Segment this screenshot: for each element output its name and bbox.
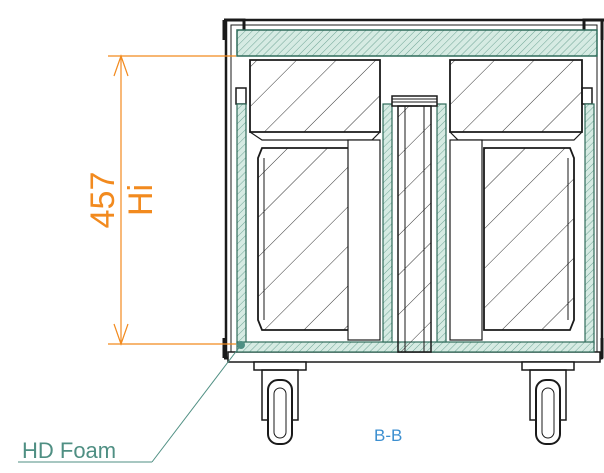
section-label: B-B bbox=[374, 426, 402, 445]
left-lower-item bbox=[257, 139, 381, 341]
dimension-label: Hi bbox=[122, 184, 160, 216]
right-top-block bbox=[449, 59, 583, 141]
center-divider bbox=[391, 95, 438, 353]
dimension-value: 457 bbox=[84, 172, 122, 229]
case-shell bbox=[222, 18, 604, 363]
left-top-block bbox=[249, 59, 381, 141]
hd-foam-label: HD Foam bbox=[22, 438, 116, 463]
right-caster bbox=[521, 361, 575, 445]
hd-foam-callout: HD Foam bbox=[18, 341, 245, 463]
left-caster bbox=[253, 361, 307, 445]
height-dimension: 457 Hi bbox=[84, 54, 236, 346]
right-lower-item bbox=[449, 139, 575, 341]
